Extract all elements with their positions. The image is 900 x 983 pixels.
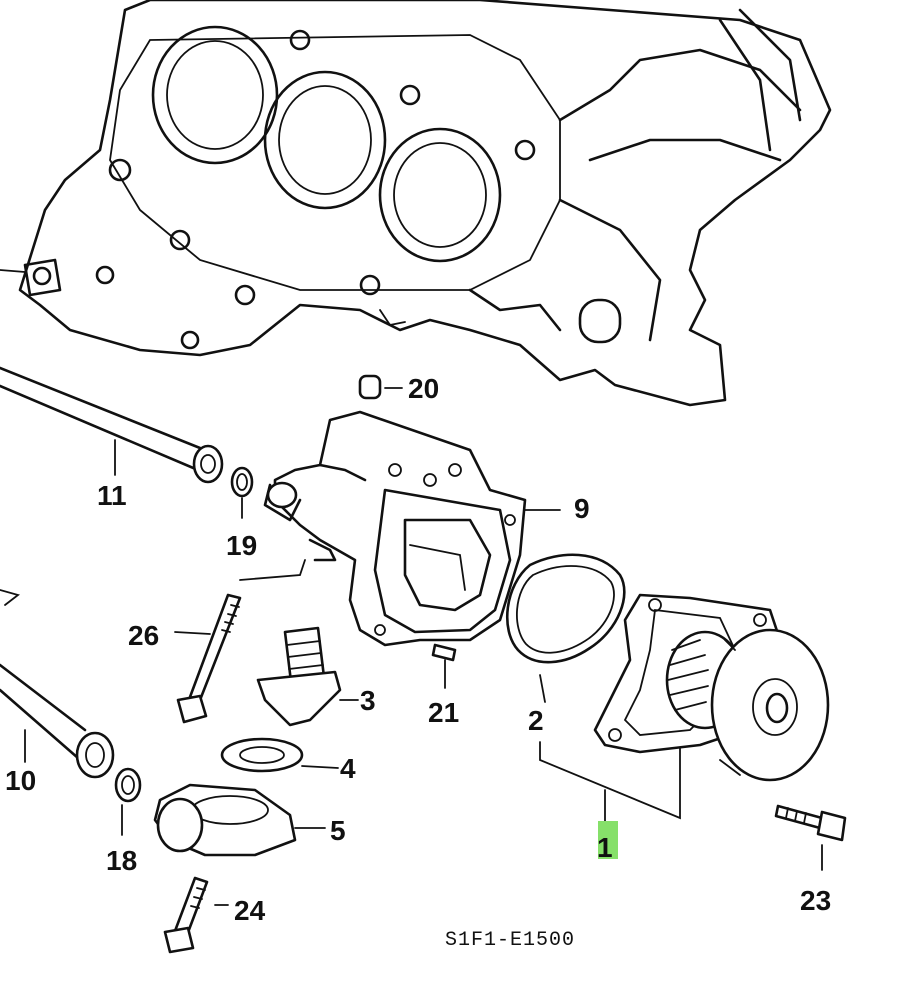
part-26-bolt <box>174 559 306 724</box>
label-10[interactable]: 10 <box>5 765 36 796</box>
label-5[interactable]: 5 <box>330 815 346 846</box>
part-9-water-passage <box>263 410 561 647</box>
label-2[interactable]: 2 <box>528 705 544 736</box>
part-21-dowel-pin <box>431 643 457 689</box>
part-23-bolt <box>774 804 847 871</box>
part-20-dowel <box>358 374 403 400</box>
part-11-pipe <box>0 366 224 484</box>
part-5-cover <box>153 783 326 857</box>
label-18[interactable]: 18 <box>106 845 137 876</box>
label-26[interactable]: 26 <box>128 620 159 651</box>
label-3[interactable]: 3 <box>360 685 376 716</box>
label-24[interactable]: 24 <box>234 895 266 926</box>
part-1-highlight <box>598 821 618 859</box>
part-19-o-ring <box>230 466 254 519</box>
label-1[interactable]: 1 <box>597 832 613 863</box>
engine-block <box>0 0 832 407</box>
label-19[interactable]: 19 <box>226 530 257 561</box>
part-2-gasket <box>506 553 681 823</box>
part-24-bolt <box>163 876 229 954</box>
label-20[interactable]: 20 <box>408 373 439 404</box>
part-18-o-ring <box>114 767 142 836</box>
part-1-water-pump <box>593 593 830 782</box>
label-11[interactable]: 11 <box>97 480 127 511</box>
part-10-pipe <box>0 589 115 779</box>
label-9[interactable]: 9 <box>574 493 590 524</box>
diagram-code: S1F1-E1500 <box>445 929 575 952</box>
label-21[interactable]: 21 <box>428 697 459 728</box>
part-3-thermostat <box>256 626 359 727</box>
label-23[interactable]: 23 <box>800 885 831 916</box>
label-4[interactable]: 4 <box>340 753 356 784</box>
part-4-gasket <box>220 737 339 773</box>
